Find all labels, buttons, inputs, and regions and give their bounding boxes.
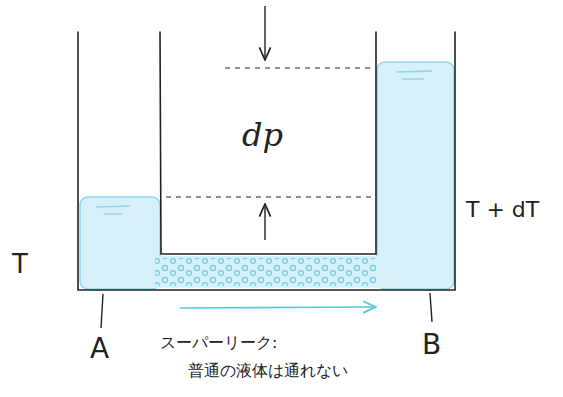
liquid-a (80, 197, 160, 289)
level-lines (166, 68, 372, 197)
temperature-label: T (12, 250, 28, 279)
leader-b (430, 293, 432, 322)
temperature-label: T + dT (466, 198, 539, 222)
vessel-label: A (90, 334, 109, 365)
surface-marks (96, 71, 432, 214)
pressure-arrow-up (264, 204, 265, 240)
superleak-channel (150, 256, 386, 288)
tube-walls (78, 32, 455, 290)
note-text: 普通の液体は通れない (188, 362, 348, 380)
note-text: スーパーリーク: (160, 334, 277, 352)
superleak-powder (155, 258, 377, 286)
pressure-arrow-down (264, 6, 265, 60)
pressure-label: dp (242, 118, 283, 153)
leader-a (101, 294, 103, 328)
liquid-b (377, 62, 454, 289)
flow-arrow (180, 307, 376, 308)
vessel-label: B (422, 330, 441, 361)
